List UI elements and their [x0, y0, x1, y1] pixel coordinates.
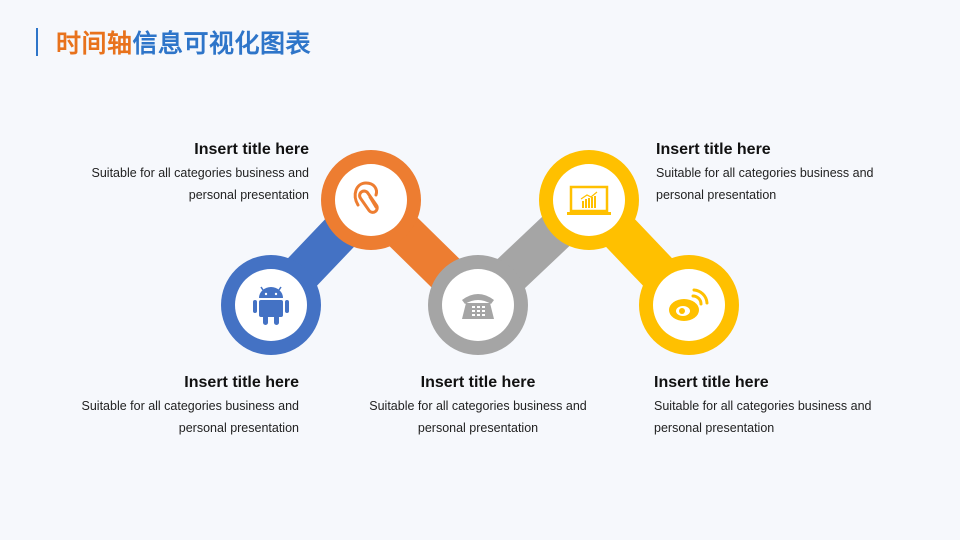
item-desc-line1: Suitable for all categories business and — [369, 399, 587, 413]
bluetooth-headset-icon — [353, 181, 379, 214]
weibo-icon — [669, 288, 709, 321]
item-desc-line1: Suitable for all categories business and — [91, 166, 310, 180]
item-desc-line2: personal presentation — [417, 421, 539, 435]
item-title: Insert title here — [654, 374, 769, 391]
item-weibo-text: Insert title here Suitable for all categ… — [654, 373, 914, 439]
android-icon — [253, 286, 289, 325]
node-phone — [428, 255, 528, 355]
node-headset — [321, 150, 421, 250]
item-desc-line2: personal presentation — [654, 421, 775, 435]
node-weibo — [639, 255, 739, 355]
laptop-chart-icon — [567, 185, 611, 215]
title-accent-bar — [36, 28, 38, 56]
item-title: Insert title here — [194, 141, 309, 158]
item-title: Insert title here — [184, 374, 299, 391]
item-phone-text: Insert title here Suitable for all categ… — [348, 373, 608, 439]
page-title-highlight: 时间轴 — [56, 30, 133, 58]
item-title: Insert title here — [420, 374, 536, 391]
item-desc-line1: Suitable for all categories business and — [656, 166, 874, 180]
page-header: 时间轴信息可视化图表 — [36, 24, 311, 60]
item-desc-line2: personal presentation — [178, 421, 299, 435]
item-title: Insert title here — [656, 141, 771, 158]
page-title-rest: 信息可视化图表 — [132, 30, 312, 58]
item-desc-line2: personal presentation — [188, 188, 309, 202]
item-desc-line1: Suitable for all categories business and — [654, 399, 872, 413]
item-desc-line2: personal presentation — [656, 188, 777, 202]
node-laptop — [539, 150, 639, 250]
item-android-text: Insert title here Suitable for all categ… — [39, 373, 300, 439]
item-headset-text: Insert title here Suitable for all categ… — [49, 140, 310, 206]
page-title: 时间轴信息可视化图表 — [56, 24, 311, 60]
item-desc-line1: Suitable for all categories business and — [81, 399, 300, 413]
telephone-icon — [462, 294, 494, 319]
node-android — [221, 255, 321, 355]
item-laptop-text: Insert title here Suitable for all categ… — [656, 140, 916, 206]
